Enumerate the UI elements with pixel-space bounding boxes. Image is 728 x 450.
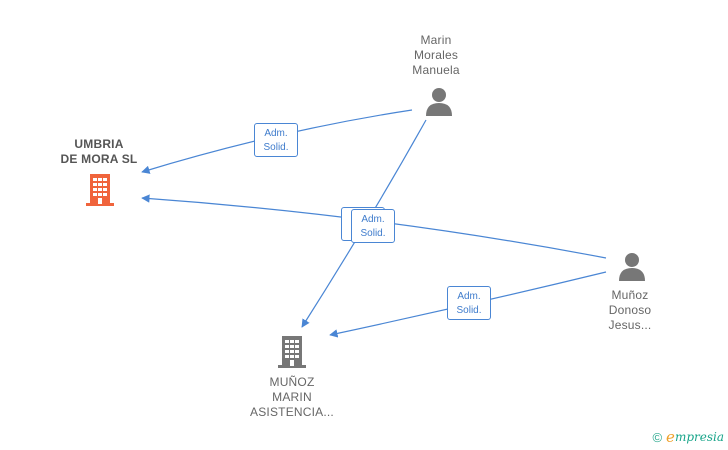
company-label-line: ASISTENCIA...	[250, 405, 334, 419]
company-label-munoz-marin[interactable]: MUÑOZ MARIN ASISTENCIA...	[232, 375, 352, 420]
badge-line: Solid.	[456, 305, 482, 316]
company-label-line: UMBRIA	[74, 137, 124, 151]
badge-line: Adm.	[457, 291, 481, 302]
person-icon-munoz-donoso[interactable]	[617, 251, 647, 281]
person-label-line: Morales	[413, 48, 459, 62]
person-label-line: Jesus...	[608, 318, 652, 332]
edge-badge-marin-umbria[interactable]: Adm. Solid.	[254, 123, 298, 157]
brand-footer: © e mpresia	[652, 428, 724, 446]
person-icon-marin-morales[interactable]	[424, 86, 454, 116]
building-icon-umbria[interactable]	[84, 172, 116, 208]
company-label-line: MARIN	[272, 390, 312, 404]
badge-line: Solid.	[263, 142, 289, 153]
company-label-line: DE MORA SL	[60, 152, 138, 166]
badge-line: Adm.	[361, 214, 385, 225]
person-label-line: Donoso	[608, 303, 652, 317]
copyright-symbol: ©	[652, 429, 663, 445]
badge-line: Solid.	[360, 228, 386, 239]
company-label-umbria[interactable]: UMBRIA DE MORA SL	[40, 137, 158, 167]
edge-badge-donoso-munoz-marin[interactable]: Adm. Solid.	[447, 286, 491, 320]
building-icon-munoz-marin[interactable]	[276, 334, 308, 370]
company-label-line: MUÑOZ	[269, 375, 315, 389]
edge-badge-marin-munoz-marin[interactable]: Adm. Solid.	[351, 209, 395, 243]
brand-logo-text: mpresia	[674, 430, 724, 444]
person-label-line: Marin	[420, 33, 452, 47]
person-label-marin-morales[interactable]: Marin Morales Manuela	[386, 33, 486, 78]
person-label-munoz-donoso[interactable]: Muñoz Donoso Jesus...	[580, 288, 680, 333]
brand-logo-initial: e	[666, 428, 675, 446]
badge-line: Adm.	[264, 128, 288, 139]
person-label-line: Manuela	[412, 63, 460, 77]
person-label-line: Muñoz	[611, 288, 649, 302]
